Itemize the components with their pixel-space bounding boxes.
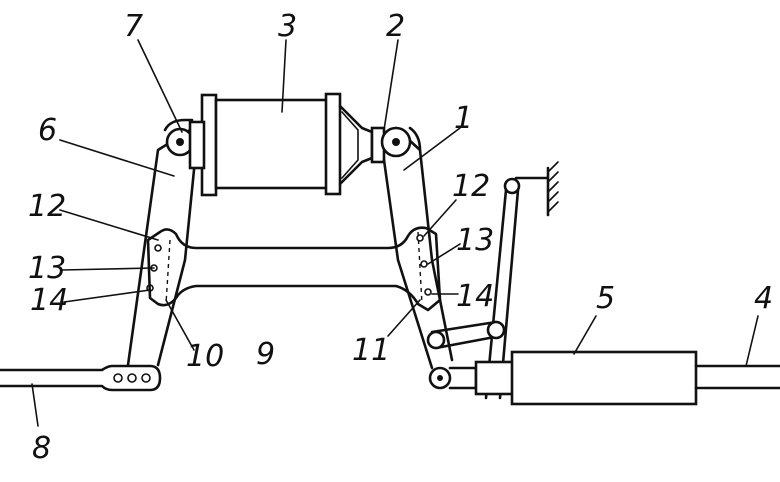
drum-3 bbox=[188, 92, 386, 197]
label-13-right: 13 bbox=[456, 223, 494, 258]
label-11: 11 bbox=[352, 333, 390, 368]
label-14-right: 14 bbox=[456, 279, 494, 314]
label-12-right: 12 bbox=[452, 169, 490, 204]
label-12-left: 12 bbox=[28, 189, 66, 224]
label-5: 5 bbox=[596, 281, 615, 316]
label-9: 9 bbox=[256, 337, 275, 372]
right-link-1 bbox=[380, 126, 454, 370]
label-14-left: 14 bbox=[30, 283, 68, 318]
label-7: 7 bbox=[124, 9, 143, 44]
leader-lines bbox=[31, 39, 759, 427]
label-2: 2 bbox=[386, 9, 405, 44]
label-6: 6 bbox=[38, 113, 57, 148]
label-10: 10 bbox=[186, 339, 224, 374]
label-1: 1 bbox=[454, 101, 473, 136]
left-link-6 bbox=[126, 118, 198, 367]
label-8: 8 bbox=[32, 431, 51, 466]
cylinder-5 bbox=[448, 350, 780, 406]
crossbeam-9 bbox=[146, 226, 442, 312]
label-3: 3 bbox=[278, 9, 297, 44]
rod-8 bbox=[0, 364, 162, 392]
label-13-left: 13 bbox=[28, 251, 66, 286]
label-4: 4 bbox=[754, 281, 773, 316]
